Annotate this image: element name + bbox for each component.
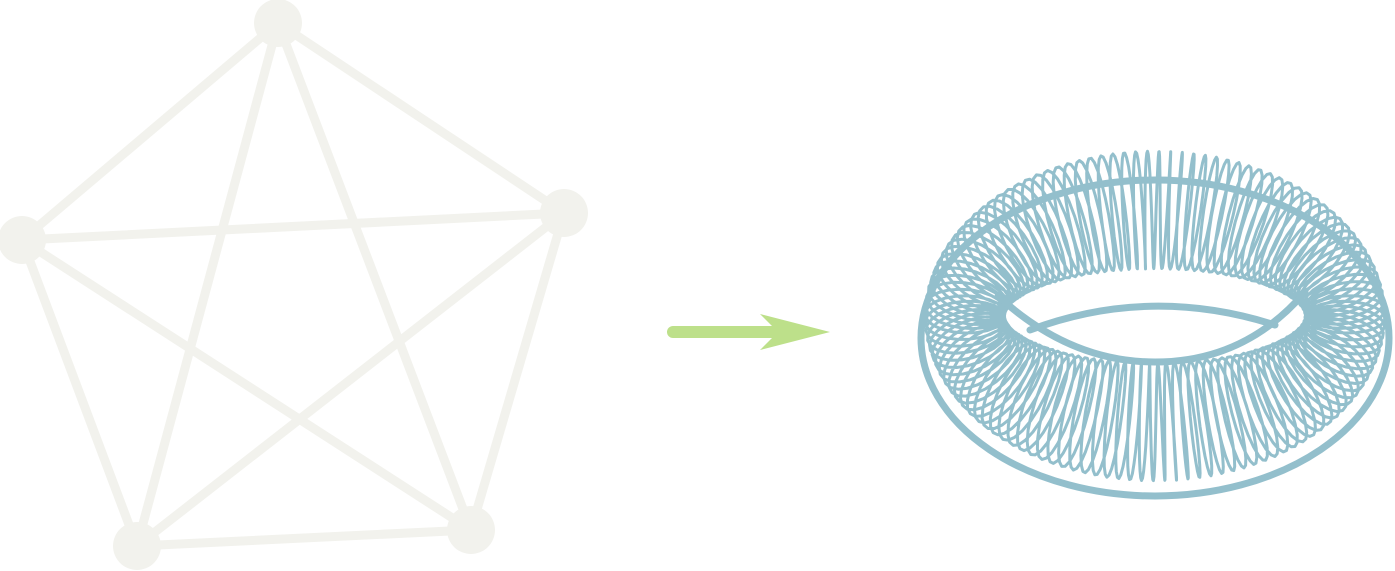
torus-hole-lower-edge: [994, 288, 1309, 366]
graph-node-v2: [540, 189, 588, 237]
winding-curve: [923, 149, 1387, 483]
complete-graph-k5: [0, 0, 588, 570]
graph-node-v5: [113, 522, 161, 570]
graph-node-v1: [254, 0, 302, 47]
torus-with-winding-curve: [917, 149, 1393, 500]
graph-edge-v2-v4: [466, 208, 569, 535]
graph-edge-v1-v2: [273, 18, 569, 218]
arrow-head: [760, 314, 830, 350]
graph-edge-v4-v5: [132, 525, 476, 551]
torus-outer-edge: [917, 176, 1393, 500]
graph-node-v3: [0, 216, 46, 264]
graph-node-v4: [447, 506, 495, 554]
graph-edge-v2-v3: [17, 208, 569, 245]
graph-edge-v1-v3: [17, 18, 283, 245]
graph-edge-v1-v5: [132, 18, 283, 551]
graph-edge-v3-v4: [17, 235, 476, 535]
transformation-arrow: [667, 314, 830, 350]
graph-edge-v1-v4: [273, 18, 476, 535]
graph-edge-v3-v5: [17, 235, 142, 551]
torus-hole-upper-edge: [1026, 302, 1279, 334]
graph-edge-v2-v5: [132, 208, 569, 551]
